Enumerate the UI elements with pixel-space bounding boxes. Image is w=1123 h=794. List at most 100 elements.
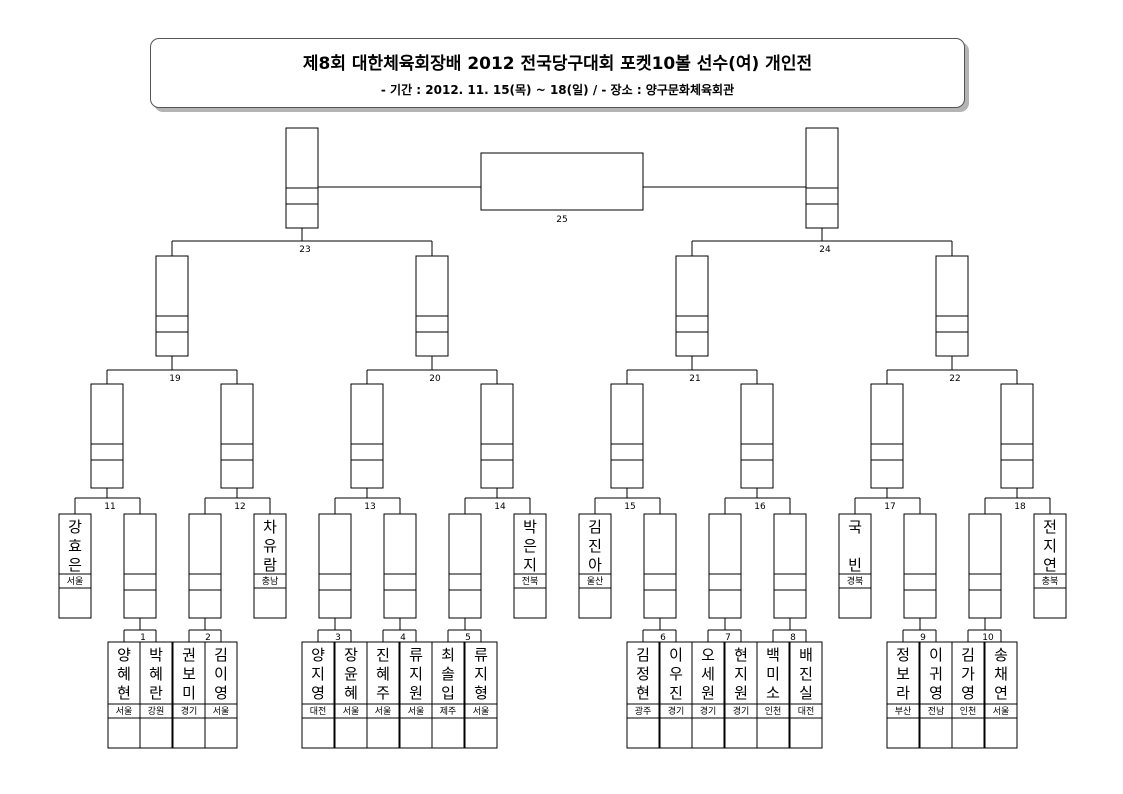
winner-slot: [611, 384, 643, 488]
player-card: [400, 642, 432, 748]
winner-slot: [286, 128, 318, 228]
match-number: 7: [725, 633, 731, 643]
player-name-char: 국: [848, 518, 862, 536]
player-name-char: 김: [636, 646, 650, 664]
winner-slot: [449, 514, 481, 618]
match-number: 1: [140, 633, 146, 643]
match-number: 12: [234, 502, 245, 512]
player-region: 부산: [895, 706, 912, 717]
player-name-char: 원: [409, 684, 423, 702]
player-name-char: 입: [441, 684, 455, 702]
player-name-char: 소: [766, 684, 780, 702]
player-name-char: 미: [766, 665, 780, 683]
player-name-char: 원: [734, 684, 748, 702]
player-name-char: 지: [1043, 537, 1057, 555]
player-name-char: 가: [961, 665, 975, 683]
winner-slot: [481, 384, 513, 488]
player-name-char: 지: [311, 665, 325, 683]
player-name-char: 강: [68, 518, 82, 536]
player-name-char: 영: [214, 684, 228, 702]
player-card: [627, 642, 659, 748]
player-name-char: 진: [588, 537, 602, 555]
player-name-char: 영: [961, 684, 975, 702]
player-name-char: 솔: [441, 665, 455, 683]
page-title: 제8회 대한체육회장배 2012 전국당구대회 포켓10볼 선수(여) 개인전: [302, 54, 813, 74]
player-region: 서울: [473, 706, 490, 717]
match-number: 17: [884, 502, 895, 512]
title-box: 제8회 대한체육회장배 2012 전국당구대회 포켓10볼 선수(여) 개인전 …: [150, 38, 965, 108]
player-name-char: 란: [149, 684, 163, 702]
player-card: [985, 642, 1017, 748]
match-number: 10: [982, 633, 994, 643]
player-region: 전북: [522, 576, 539, 587]
winner-slot: [156, 256, 188, 356]
player-name-char: 형: [474, 684, 488, 702]
player-region: 서울: [213, 706, 230, 717]
player-card: [952, 642, 984, 748]
match-number: 16: [754, 502, 766, 512]
player-card: [302, 642, 334, 748]
player-name-char: 우: [669, 665, 683, 683]
match-number: 2: [205, 633, 211, 643]
match-number: 23: [299, 245, 310, 255]
player-name-char: 혜: [117, 665, 131, 683]
player-name-char: 귀: [929, 665, 943, 683]
match-number: 18: [1014, 502, 1026, 512]
winner-slot: [774, 514, 806, 618]
player-region: 경북: [847, 575, 864, 587]
player-region: 경기: [733, 705, 750, 717]
match-number: 9: [920, 633, 926, 643]
winner-slot: [676, 256, 708, 356]
player-region: 서울: [116, 706, 133, 717]
player-region: 경기: [700, 705, 717, 717]
player-region: 울산: [587, 576, 604, 587]
player-card: [920, 642, 952, 748]
player-name-char: 지: [734, 665, 748, 683]
player-name-char: 김: [961, 646, 975, 664]
player-name-char: 윤: [344, 665, 358, 683]
player-card: [790, 642, 822, 748]
page-subtitle: - 기간 : 2012. 11. 15(목) ~ 18(일) / - 장소 : …: [380, 83, 735, 97]
player-region: 강원: [148, 706, 165, 717]
player-card: [432, 642, 464, 748]
player-name-char: 지: [409, 665, 423, 683]
player-name-char: 송: [994, 646, 1008, 664]
match-number: 21: [689, 374, 700, 384]
winner-slot: [416, 256, 448, 356]
match-number: 8: [790, 633, 796, 643]
winner-slot: [904, 514, 936, 618]
player-region: 경기: [181, 705, 198, 717]
player-name-char: 박: [149, 646, 163, 664]
match-number: 14: [494, 502, 506, 512]
player-region: 서울: [67, 576, 84, 587]
player-region: 경기: [668, 705, 685, 717]
player-name-char: 영: [311, 684, 325, 702]
player-name-char: 진: [376, 646, 390, 664]
player-name-char: 양: [117, 646, 131, 664]
player-name-char: 보: [182, 665, 196, 683]
winner-slot: [936, 256, 968, 356]
player-region: 충남: [262, 576, 279, 587]
player-name-char: 전: [1043, 518, 1057, 536]
winner-slot: [969, 514, 1001, 618]
player-card: [367, 642, 399, 748]
player-name-char: 영: [929, 684, 943, 702]
player-name-char: 혜: [344, 684, 358, 702]
match-number: 4: [400, 633, 406, 643]
player-name-char: 권: [182, 646, 196, 664]
match-number: 19: [169, 374, 181, 384]
player-name-char: 은: [68, 556, 82, 574]
player-card: [205, 642, 237, 748]
winner-slot: [384, 514, 416, 618]
winner-slot: [1001, 384, 1033, 488]
player-name-char: 현: [734, 646, 748, 664]
player-card: [887, 642, 919, 748]
player-region: 충북: [1042, 576, 1059, 587]
player-card: [108, 642, 140, 748]
player-region: 서울: [408, 706, 425, 717]
match-number: 5: [465, 633, 471, 643]
player-name-char: 미: [182, 684, 196, 702]
winner-slot: [806, 128, 838, 228]
player-card: [254, 514, 286, 618]
